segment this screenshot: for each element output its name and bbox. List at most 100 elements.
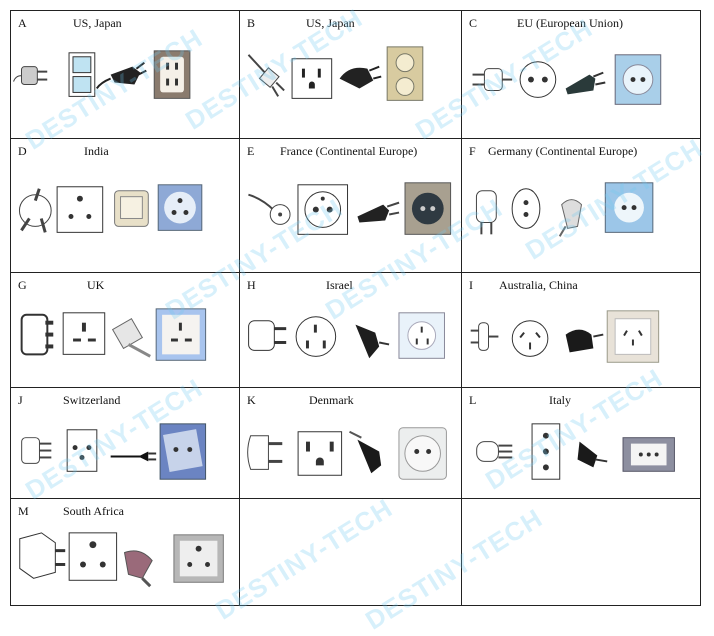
- cell-m: M South Africa: [11, 499, 240, 606]
- cell-a: A US, Japan: [11, 11, 240, 139]
- type-letter: D: [18, 144, 27, 158]
- socket-icon: [614, 54, 662, 105]
- socket-icon: [604, 182, 654, 233]
- cell-g: G UK: [11, 273, 240, 388]
- socket-icon: [153, 50, 191, 99]
- cell-l: L Italy: [462, 388, 701, 499]
- country-label: UK: [87, 278, 105, 292]
- cell-i: I Australia, China: [462, 273, 701, 388]
- country-label: India: [84, 144, 109, 158]
- plug-icon: [13, 66, 48, 86]
- type-letter: C: [469, 16, 478, 30]
- socket-icon: [155, 308, 207, 361]
- socket-icon: [297, 431, 343, 476]
- adapter-icon: [114, 190, 149, 227]
- socket-icon: [398, 312, 445, 359]
- plug-socket-illustration: [19, 532, 224, 588]
- type-letter: M: [18, 504, 29, 518]
- socket-icon: [386, 46, 424, 101]
- cell-empty-2: [462, 499, 701, 606]
- socket-icon: [297, 184, 349, 235]
- country-label: EU (European Union): [517, 16, 623, 30]
- country-label: US, Japan: [73, 16, 122, 30]
- socket-icon: [511, 188, 541, 229]
- plug-socket-illustration: [475, 182, 654, 237]
- socket-icon: [531, 423, 561, 480]
- plug-socket-illustration: [247, 427, 447, 480]
- plug-icon: [111, 318, 151, 358]
- socket-icon: [62, 312, 106, 355]
- type-letter: A: [18, 16, 27, 30]
- type-letter: K: [247, 393, 256, 407]
- country-label: Germany (Continental Europe): [488, 144, 638, 158]
- plug-icon: [247, 54, 285, 97]
- plug-icon: [475, 190, 497, 235]
- plug-icon: [247, 435, 283, 470]
- country-label: France (Continental Europe): [280, 144, 418, 158]
- socket-icon: [295, 316, 337, 357]
- plug-socket-illustration: [472, 54, 662, 105]
- plug-icon: [558, 199, 583, 237]
- plug-icon: [123, 550, 153, 588]
- socket-icon: [511, 320, 549, 357]
- plug-icon: [18, 188, 52, 233]
- type-letter: H: [247, 278, 256, 292]
- country-label: US, Japan: [306, 16, 355, 30]
- plug-icon: [355, 324, 390, 359]
- plug-icon: [248, 320, 287, 351]
- cell-h: H Israel: [240, 273, 462, 388]
- plug-socket-illustration: [248, 182, 452, 235]
- country-label: Italy: [549, 393, 571, 407]
- socket-icon: [173, 534, 224, 583]
- plug-socket-illustration: [248, 312, 445, 359]
- plug-socket-illustration: [470, 310, 660, 363]
- cell-j: J Switzerland: [11, 388, 240, 499]
- plug-icon: [357, 201, 400, 223]
- cell-e: E France (Continental Europe): [240, 139, 462, 273]
- cell-c: C EU (European Union): [462, 11, 701, 139]
- socket-icon: [519, 61, 557, 98]
- cell-d: D India: [11, 139, 240, 273]
- socket-icon: [606, 310, 660, 363]
- socket-icon: [398, 427, 447, 480]
- socket-icon: [404, 182, 452, 235]
- plug-socket-illustration: [247, 46, 424, 101]
- plug-icon: [565, 329, 604, 353]
- country-label: Israel: [326, 278, 353, 292]
- country-label: Australia, China: [499, 278, 578, 292]
- plug-socket-illustration: [13, 50, 191, 99]
- socket-icon: [66, 429, 98, 472]
- plug-icon: [349, 430, 382, 474]
- socket-icon: [291, 58, 333, 99]
- cell-f: F Germany (Continental Europe): [462, 139, 701, 273]
- plug-icon: [339, 65, 382, 89]
- country-label: Switzerland: [63, 393, 121, 407]
- plug-icon: [565, 71, 606, 95]
- cell-k: K Denmark: [240, 388, 462, 499]
- plug-icon: [470, 322, 499, 351]
- socket-icon: [68, 532, 118, 581]
- socket-icon: [157, 184, 203, 231]
- plug-type-table: A US, Japan B US, Japan C EU (European U…: [10, 10, 701, 606]
- plug-icon: [20, 313, 54, 356]
- plug-icon: [248, 193, 291, 225]
- plug-socket-illustration: [21, 423, 207, 480]
- type-letter: G: [18, 278, 27, 292]
- plug-socket-illustration: [18, 184, 203, 233]
- plug-icon: [476, 441, 513, 462]
- country-label: Denmark: [309, 393, 354, 407]
- plug-icon: [577, 441, 608, 468]
- socket-icon: [56, 186, 104, 233]
- cell-b: B US, Japan: [240, 11, 462, 139]
- plug-icon: [95, 61, 147, 90]
- socket-icon: [622, 437, 675, 472]
- socket-icon: [159, 423, 207, 480]
- type-letter: E: [247, 144, 255, 158]
- plug-socket-illustration: [20, 308, 207, 361]
- plug-icon: [110, 451, 157, 462]
- plug-icon: [21, 437, 52, 464]
- adapter-icon: [19, 532, 66, 579]
- type-letter: J: [18, 393, 23, 407]
- plug-socket-illustration: [476, 423, 675, 480]
- country-label: South Africa: [63, 504, 124, 518]
